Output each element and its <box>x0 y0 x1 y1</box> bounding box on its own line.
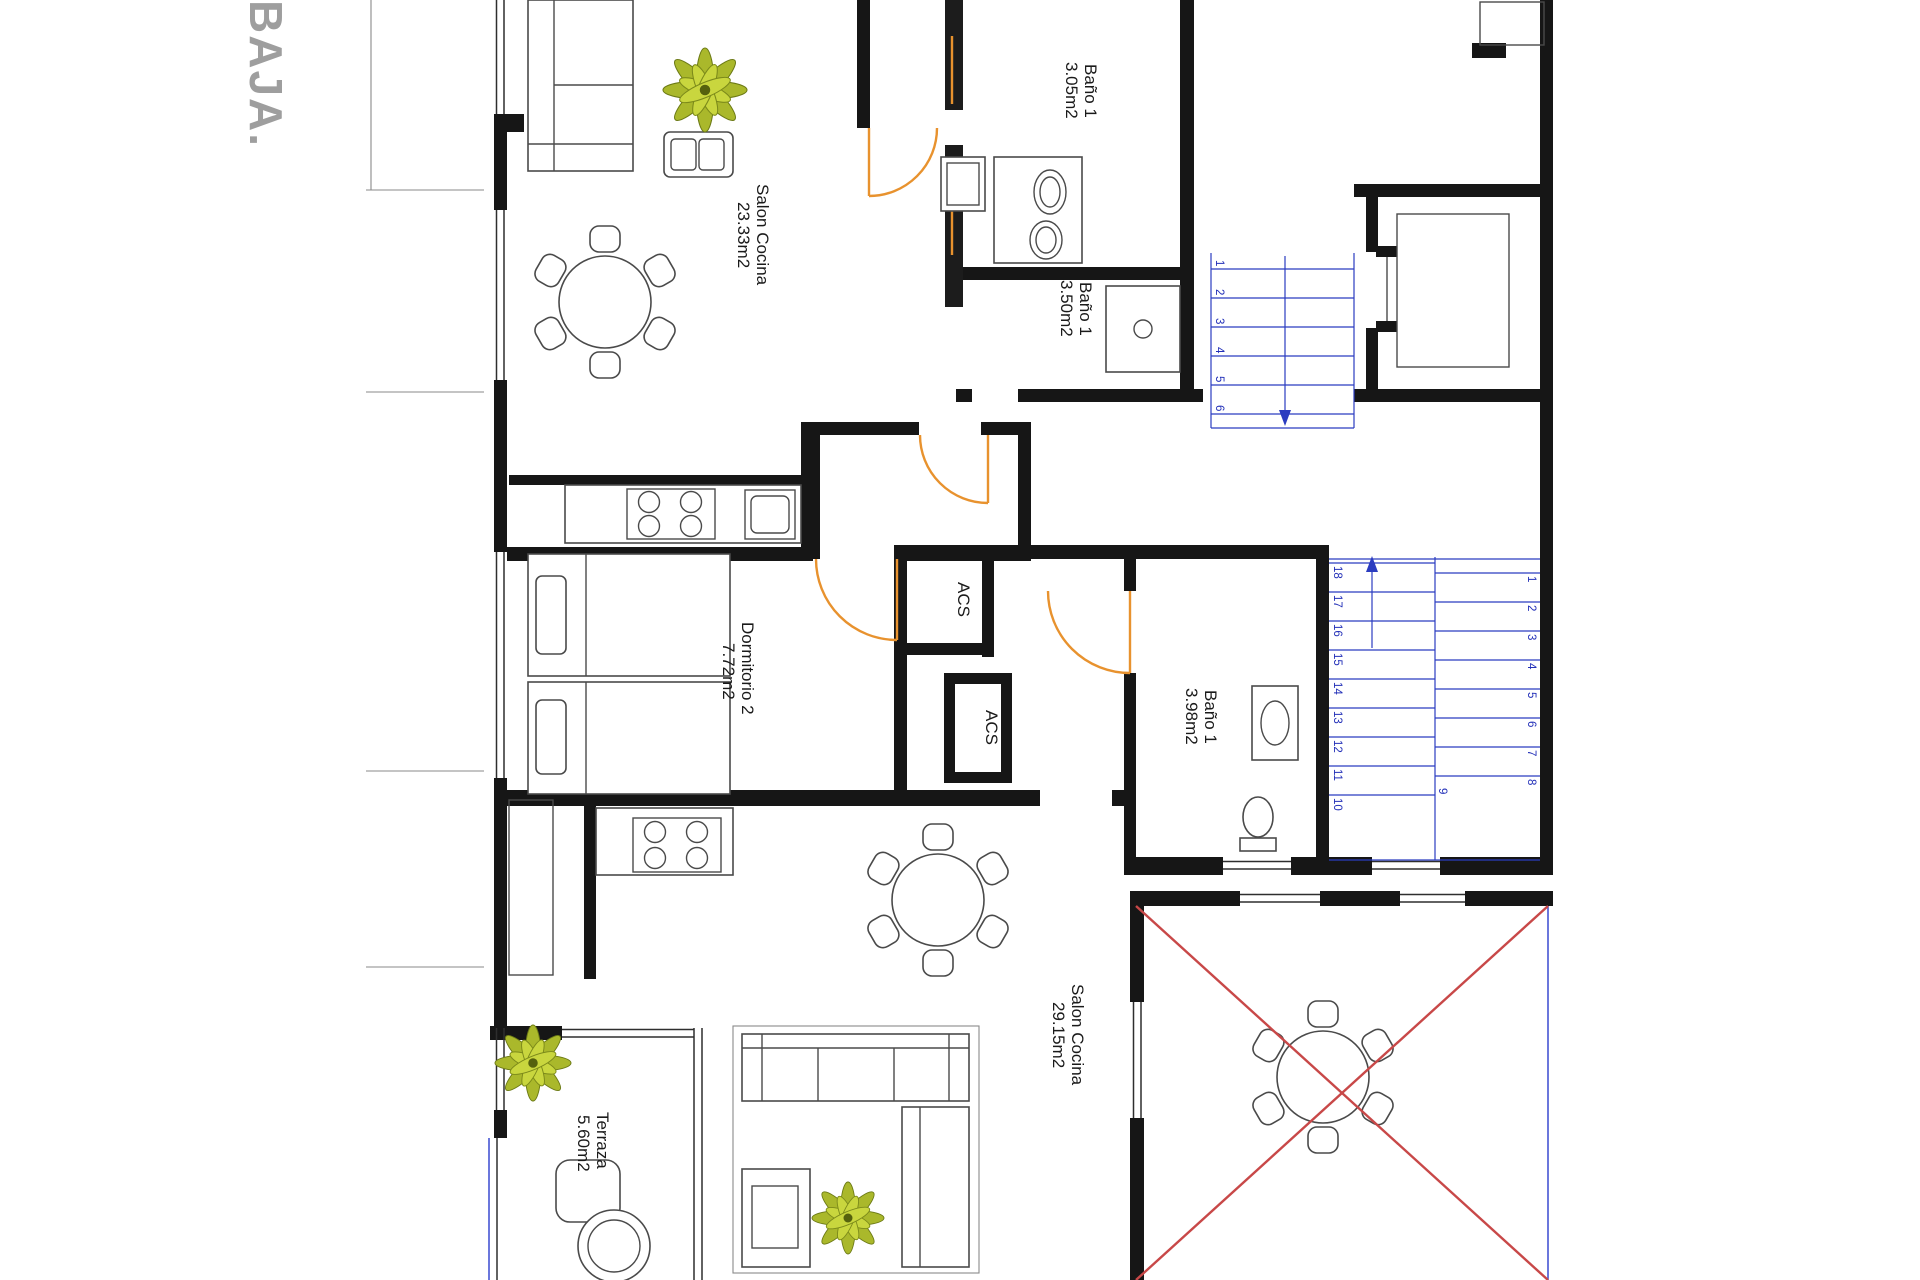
walls <box>490 0 1553 1280</box>
stair-number: 6 <box>1525 721 1537 727</box>
svg-text:Baño 1: Baño 1 <box>1076 282 1095 336</box>
label-bano-398: Baño 1 3.98m2 <box>1182 688 1220 745</box>
margin-marks <box>366 0 484 968</box>
room-labels: Salon Cocina 23.33m2 Baño 1 3.05m2 Baño … <box>574 62 1220 1172</box>
stairs-middle: 18 17 16 15 14 13 12 11 10 1 2 3 4 5 6 7… <box>1329 556 1540 861</box>
desk <box>1479 1 1545 46</box>
label-acs-1: ACS <box>954 582 973 617</box>
sliding-door-panel <box>945 0 963 110</box>
bathroom-fixtures-lower <box>1239 685 1299 852</box>
label-terraza: Terraza 5.60m2 <box>574 1112 612 1172</box>
stair-number: 5 <box>1525 692 1537 698</box>
door-arc <box>1046 590 1132 675</box>
stair-number: 3 <box>1213 318 1225 324</box>
dining-table <box>863 823 1013 977</box>
svg-text:3.50m2: 3.50m2 <box>1057 280 1076 337</box>
windows <box>495 0 1465 1280</box>
stair-number: 10 <box>1331 798 1343 811</box>
door-arc <box>918 434 990 505</box>
stair-number: 18 <box>1331 566 1343 579</box>
stair-number: 6 <box>1213 405 1225 411</box>
stair-number: 7 <box>1525 750 1537 756</box>
sofa-top-left <box>527 0 634 172</box>
stair-number: 11 <box>1331 769 1343 781</box>
svg-text:Salon Cocina: Salon Cocina <box>753 184 772 286</box>
stair-number: 5 <box>1213 376 1225 382</box>
beds-dormitorio-2 <box>527 553 731 795</box>
svg-text:3.05m2: 3.05m2 <box>1062 62 1081 119</box>
plant <box>662 47 748 133</box>
stair-number: 1 <box>1525 576 1537 582</box>
sheet-title: BAJA. <box>240 0 292 148</box>
stair-number: 2 <box>1213 289 1225 295</box>
stair-number: 4 <box>1213 347 1225 354</box>
label-salon-cocina-1: Salon Cocina 23.33m2 <box>734 184 772 286</box>
stair-number: 4 <box>1525 663 1537 670</box>
svg-text:Baño 1: Baño 1 <box>1201 690 1220 744</box>
label-bano-305: Baño 1 3.05m2 <box>1062 62 1100 119</box>
kitchen-counter-upper <box>564 484 802 544</box>
svg-text:Salon Cocina: Salon Cocina <box>1068 984 1087 1086</box>
svg-text:Baño 1: Baño 1 <box>1081 64 1100 118</box>
stair-number: 2 <box>1525 605 1537 611</box>
stair-number: 17 <box>1331 595 1343 608</box>
balustrade-lines <box>488 906 1549 1280</box>
kitchen-counter-lower <box>508 799 734 976</box>
svg-text:29.15m2: 29.15m2 <box>1049 1002 1068 1068</box>
stair-number: 16 <box>1331 624 1343 637</box>
svg-text:23.33m2: 23.33m2 <box>734 202 753 268</box>
stair-number: 13 <box>1331 711 1343 724</box>
red-cross <box>1135 905 1549 1280</box>
stairs-upper: 1 2 3 4 5 6 <box>1210 253 1355 429</box>
label-salon-cocina-2: Salon Cocina 29.15m2 <box>1049 984 1087 1086</box>
dining-table <box>530 225 680 379</box>
coffee-table-top-left <box>663 131 734 178</box>
label-acs-2: ACS <box>982 710 1001 745</box>
stair-number: 3 <box>1525 634 1537 640</box>
label-bano-350: Baño 1 3.50m2 <box>1057 280 1095 337</box>
svg-text:Terraza: Terraza <box>593 1112 612 1169</box>
svg-text:3.98m2: 3.98m2 <box>1182 688 1201 745</box>
svg-text:7.72m2: 7.72m2 <box>719 643 738 700</box>
stair-number: 14 <box>1331 682 1343 695</box>
terrace-furniture <box>494 1024 651 1280</box>
stair-number: 1 <box>1213 260 1225 266</box>
sofa-group-lower <box>732 1025 980 1274</box>
stair-number: 8 <box>1525 779 1537 785</box>
furniture <box>494 0 1398 1280</box>
svg-text:5.60m2: 5.60m2 <box>574 1115 593 1172</box>
label-dormitorio-2: Dormitorio 2 7.72m2 <box>719 622 757 715</box>
elevator <box>1386 1 1545 368</box>
stair-number: 9 <box>1436 788 1448 794</box>
stair-number: 12 <box>1331 740 1343 753</box>
svg-text:Dormitorio 2: Dormitorio 2 <box>738 622 757 715</box>
bathroom-fixtures-upper <box>940 156 1181 373</box>
stair-number: 15 <box>1331 653 1343 666</box>
door-arc <box>814 558 899 642</box>
door-arc <box>867 127 939 198</box>
